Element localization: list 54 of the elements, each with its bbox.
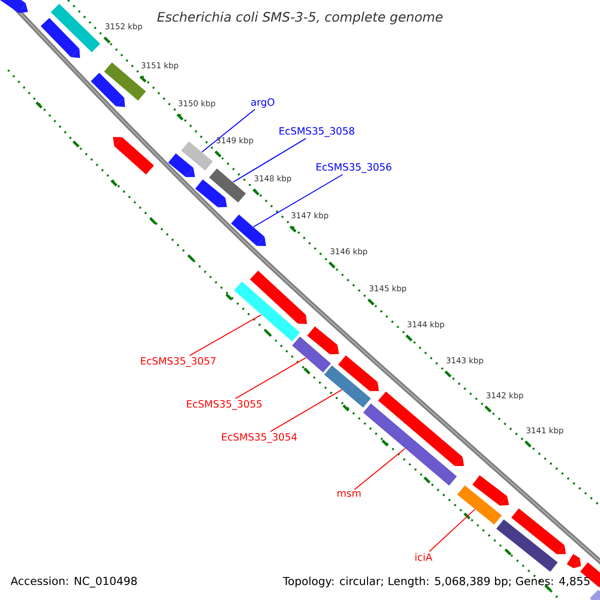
tick-label: 3147 kbp — [292, 212, 328, 220]
gene-feature — [234, 282, 300, 342]
gene-feature — [40, 18, 80, 58]
gene-feature — [292, 336, 331, 373]
gene-feature — [590, 590, 600, 600]
gene-label: EcSMS35_3055 — [187, 400, 262, 410]
leader-line — [234, 357, 306, 400]
gene-feature — [168, 153, 195, 178]
gene-feature — [378, 391, 464, 466]
tick-label: 3150 kbp — [178, 100, 216, 108]
tick-label: 3148 kbp — [254, 175, 292, 183]
leader-line — [201, 108, 256, 152]
gene-feature — [113, 137, 154, 174]
tick-label: 3142 kbp — [486, 392, 524, 400]
gene-feature — [324, 365, 371, 408]
leader-line — [354, 448, 406, 490]
gene-feature — [307, 326, 339, 354]
leader-line — [232, 138, 306, 183]
gene-label: EcSMS35_3057 — [141, 357, 216, 367]
gene-feature — [90, 72, 125, 107]
gene-feature — [209, 168, 246, 203]
title: Escherichia coli SMS-3-5, complete genome — [157, 12, 443, 24]
gene-feature — [181, 141, 213, 171]
tick-label: 3141 kbp — [526, 427, 564, 435]
accession-text: Accession: NC_010498 — [10, 576, 137, 588]
tick-label: 3149 kbp — [216, 137, 254, 145]
tick-label: 3146 kbp — [330, 248, 368, 256]
tick-label: 3143 kbp — [446, 357, 484, 365]
gene-feature — [338, 355, 379, 392]
leader-line — [270, 389, 342, 432]
gene-label: EcSMS35_3054 — [222, 433, 297, 443]
gene-label: iciA — [415, 553, 432, 561]
gene-feature — [195, 179, 227, 208]
gene-label: EcSMS35_3056 — [316, 163, 392, 173]
gene-label: EcSMS35_3058 — [280, 127, 354, 137]
gene-feature — [457, 485, 502, 525]
leader-line — [428, 508, 476, 552]
gene-label: msm — [338, 491, 361, 497]
leader-line — [189, 314, 262, 356]
gene-feature — [472, 475, 509, 506]
gene-feature — [0, 0, 28, 13]
tick-label: 3144 kbp — [408, 321, 444, 329]
gene-feature — [231, 214, 266, 246]
genome-info-text: Topology: circular; Length: 5,068,389 bp; Genes: 4,855 — [282, 576, 590, 588]
tick-label: 3151 kbp — [142, 62, 178, 70]
gene-feature — [50, 4, 100, 52]
gene-feature — [496, 519, 558, 572]
gene-feature — [250, 270, 307, 324]
leader-line — [253, 174, 344, 228]
gene-feature — [566, 554, 581, 568]
gene-feature — [511, 508, 566, 554]
gene-label: argO — [251, 98, 274, 108]
gene-feature — [363, 403, 457, 486]
tick-label: 3145 kbp — [370, 285, 406, 293]
